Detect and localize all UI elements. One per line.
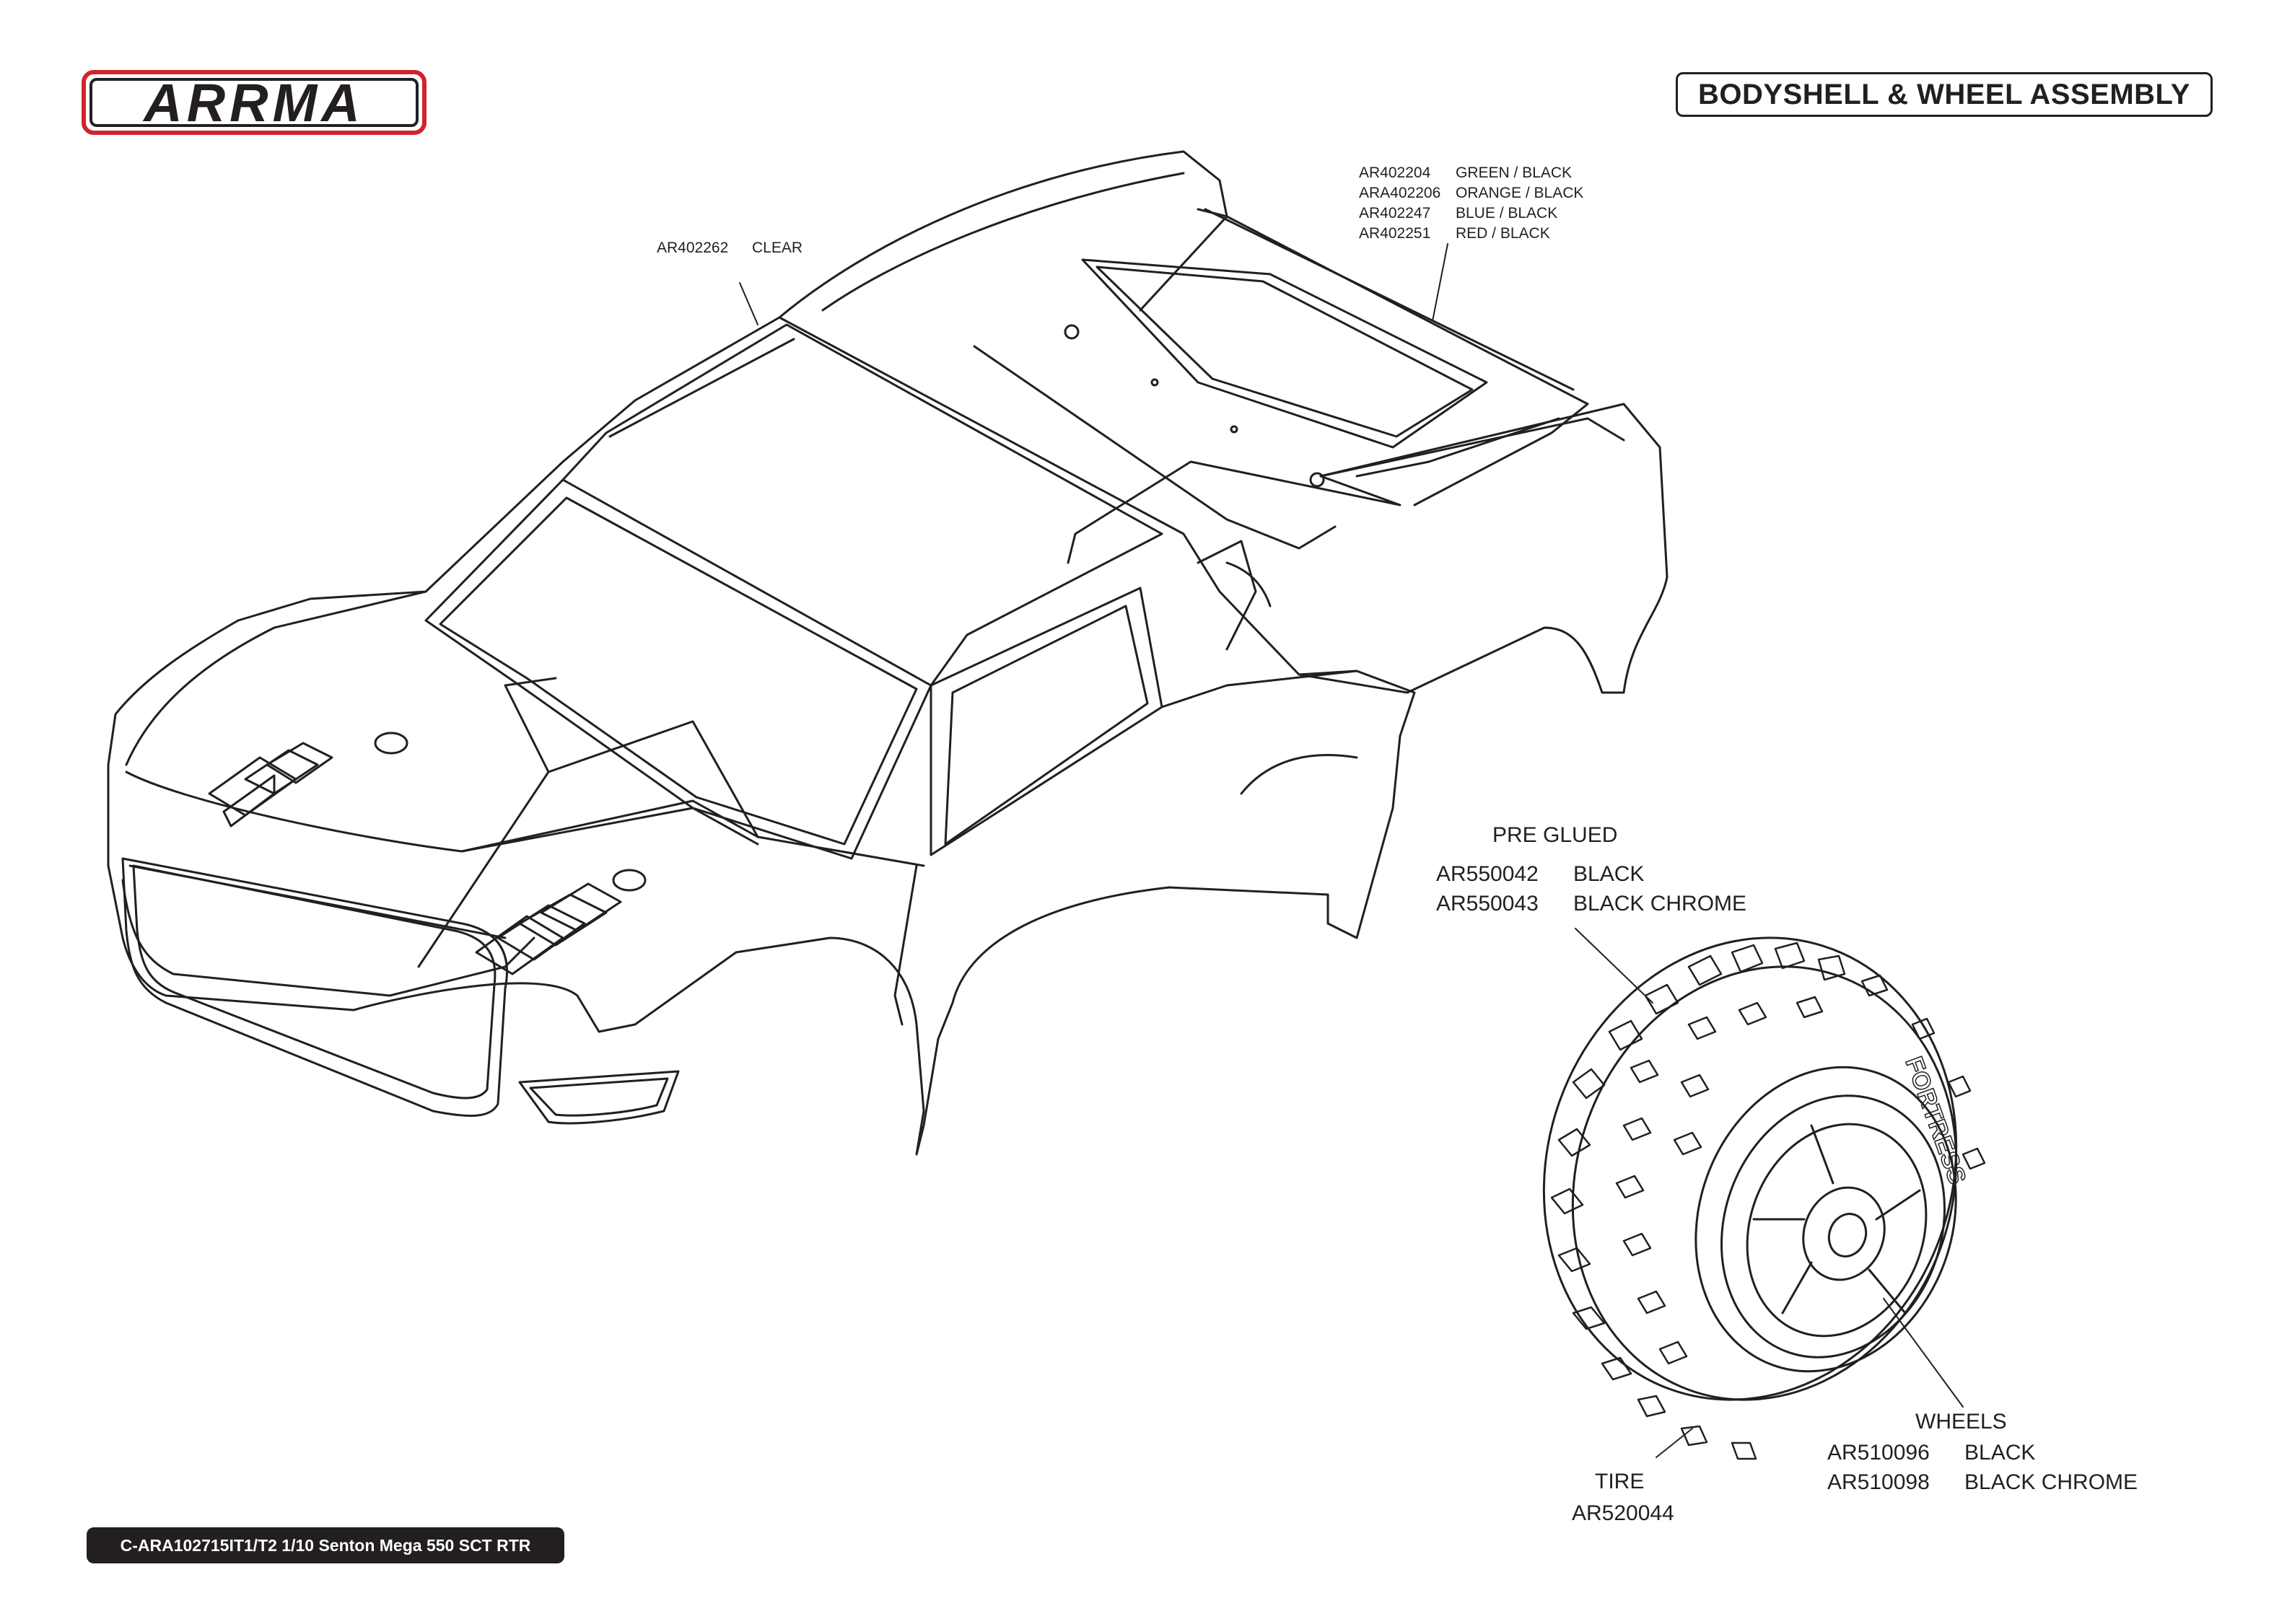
pre-glued-callout: AR550042 BLACK AR550043 BLACK CHROME — [1436, 859, 1746, 918]
list-item: AR402251 RED / BLACK — [1359, 224, 1583, 244]
wing-callout: AR402204 GREEN / BLACK ARA402206 ORANGE … — [1359, 163, 1583, 244]
bodyshell-callout: AR402262 CLEAR — [657, 238, 803, 258]
tire-wheel-outline — [1542, 936, 1958, 1401]
list-item: AR402204 GREEN / BLACK — [1359, 163, 1583, 183]
list-item: AR402247 BLUE / BLACK — [1359, 203, 1583, 224]
tire-part-code: AR520044 — [1572, 1501, 1674, 1525]
tire-tread-blocks — [1550, 942, 1986, 1460]
part-label: BLACK — [1964, 1441, 2036, 1465]
leader-lines — [739, 243, 1964, 1458]
wheels-heading: WHEELS — [1915, 1410, 2007, 1434]
svg-text:ARRMA: ARRMA — [142, 73, 364, 133]
part-code: AR510096 — [1827, 1441, 1930, 1465]
part-label: CLEAR — [752, 240, 803, 256]
pre-glued-heading: PRE GLUED — [1492, 823, 1618, 847]
part-label: BLUE / BLACK — [1456, 205, 1558, 221]
part-code: AR402262 — [657, 240, 729, 256]
arrma-logo: ARRMA — [82, 70, 427, 135]
part-label: BLACK — [1573, 862, 1645, 886]
tire-heading: TIRE — [1595, 1470, 1645, 1493]
part-code: AR402247 — [1359, 205, 1431, 221]
bodyshell-outline — [107, 258, 1669, 1156]
list-item: AR550043 BLACK CHROME — [1436, 889, 1746, 918]
part-label: ORANGE / BLACK — [1456, 185, 1584, 201]
rear-wing-outline — [778, 150, 1589, 506]
part-code: AR402251 — [1359, 225, 1431, 242]
part-code: AR550042 — [1436, 862, 1539, 886]
part-label: BLACK CHROME — [1573, 892, 1747, 916]
part-label: RED / BLACK — [1456, 225, 1550, 242]
model-footer: C-ARA102715IT1/T2 1/10 Senton Mega 550 S… — [87, 1527, 564, 1563]
page-title: BODYSHELL & WHEEL ASSEMBLY — [1676, 72, 2213, 117]
list-item: AR510098 BLACK CHROME — [1827, 1467, 2138, 1497]
part-code: ARA402206 — [1359, 185, 1441, 201]
part-code: AR402204 — [1359, 164, 1431, 181]
wheels-callout: AR510096 BLACK AR510098 BLACK CHROME — [1827, 1438, 2138, 1497]
list-item: ARA402206 ORANGE / BLACK — [1359, 183, 1583, 203]
part-code: AR550043 — [1436, 892, 1539, 916]
part-label: BLACK CHROME — [1964, 1470, 2138, 1494]
list-item: AR510096 BLACK — [1827, 1438, 2138, 1467]
list-item: AR550042 BLACK — [1436, 859, 1746, 889]
part-code: AR510098 — [1827, 1470, 1930, 1494]
part-label: GREEN / BLACK — [1456, 164, 1573, 181]
